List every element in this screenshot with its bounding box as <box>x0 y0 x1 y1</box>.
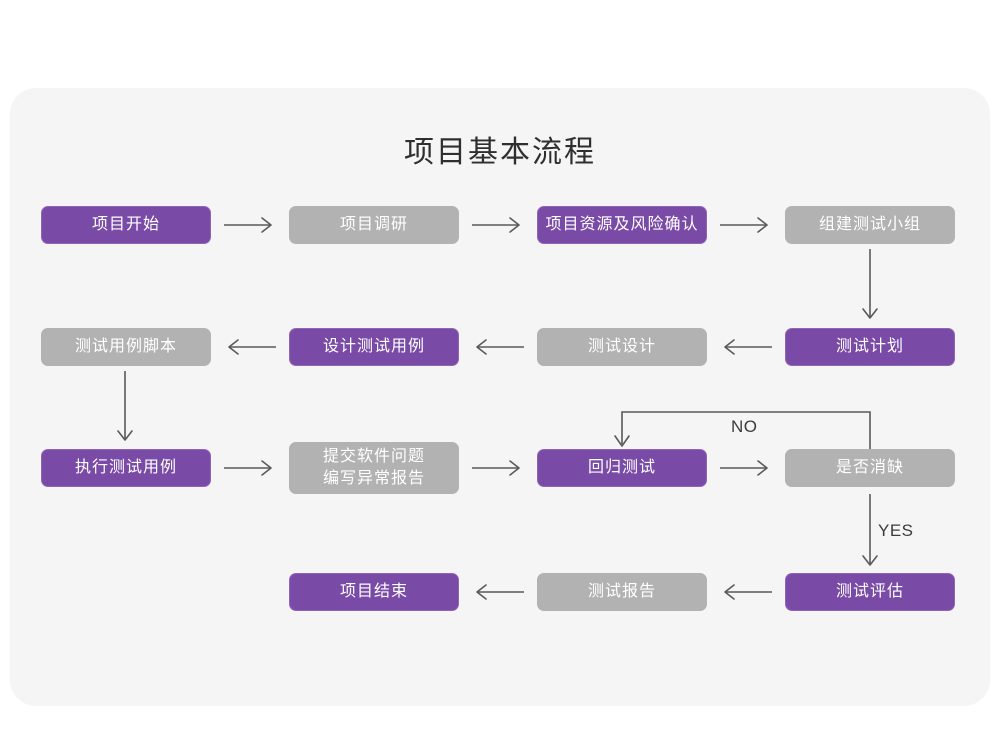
node-test-case-script[interactable]: 测试用例脚本 <box>41 328 211 366</box>
node-execute-test-case[interactable]: 执行测试用例 <box>41 449 211 487</box>
node-resource-risk-confirm[interactable]: 项目资源及风险确认 <box>537 206 707 244</box>
node-test-plan[interactable]: 测试计划 <box>785 328 955 366</box>
page-title: 项目基本流程 <box>404 136 596 169</box>
node-defect-cleared-decision[interactable]: 是否消缺 <box>785 449 955 487</box>
edge-label-yes: YES <box>878 521 914 540</box>
node-design-test-case[interactable]: 设计测试用例 <box>289 328 459 366</box>
node-test-design[interactable]: 测试设计 <box>537 328 707 366</box>
node-project-end[interactable]: 项目结束 <box>289 573 459 611</box>
node-test-evaluation[interactable]: 测试评估 <box>785 573 955 611</box>
node-project-start[interactable]: 项目开始 <box>41 206 211 244</box>
node-submit-issue-report[interactable]: 提交软件问题 编写异常报告 <box>289 442 459 494</box>
edge-label-no: NO <box>731 417 758 436</box>
node-project-research[interactable]: 项目调研 <box>289 206 459 244</box>
flowchart-panel <box>10 88 990 706</box>
node-regression-test[interactable]: 回归测试 <box>537 449 707 487</box>
node-form-test-team[interactable]: 组建测试小组 <box>785 206 955 244</box>
node-test-report[interactable]: 测试报告 <box>537 573 707 611</box>
